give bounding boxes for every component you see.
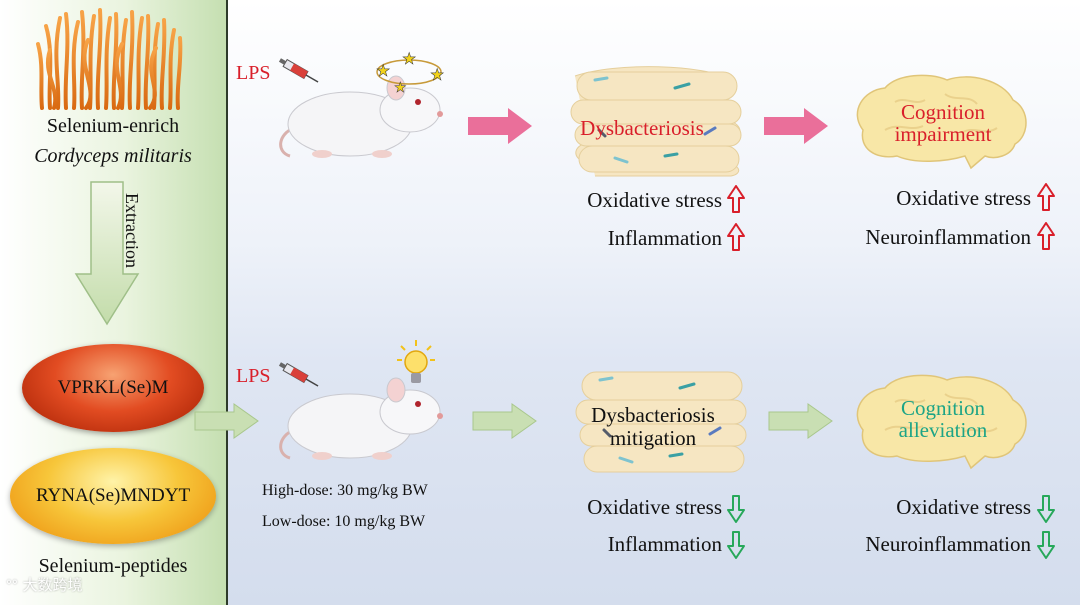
peptide-pill-1: VPRKL(Se)M	[22, 344, 204, 432]
peptide-pill-2: RYNA(Se)MNDYT	[10, 448, 216, 544]
extraction-arrow-icon	[74, 181, 140, 326]
watermark: ᐤᐤ 大数跨境	[6, 576, 83, 594]
arrow-bottom-2-icon	[768, 403, 833, 439]
arrow-top-1-icon	[468, 108, 532, 144]
bottom-brain-marker-1: Oxidative stress	[896, 495, 1031, 519]
syringe-icon-top	[278, 58, 319, 83]
syringe-icon-bottom	[278, 362, 319, 387]
arrow-bottom-1-icon	[472, 403, 537, 439]
brain-label-top: Cognition impairment	[894, 100, 992, 146]
brain-image-top	[856, 74, 1027, 170]
svg-text:★: ★	[376, 63, 390, 80]
gut-label-top: Dysbacteriosis	[580, 116, 704, 140]
bottom-gut-marker-1: Oxidative stress	[587, 495, 722, 519]
lps-label-bottom: LPS	[236, 365, 271, 387]
top-gut-marker-2: Inflammation	[607, 226, 722, 250]
decrease-arrow-icon	[1037, 531, 1055, 559]
bottom-gut-marker-2: Inflammation	[607, 532, 722, 556]
increase-arrow-icon	[1037, 222, 1055, 250]
lps-label-top: LPS	[236, 62, 271, 84]
brain-label-bottom: Cognition alleviation	[898, 396, 988, 442]
decrease-arrow-icon	[727, 531, 745, 559]
peptide-1-label: VPRKL(Se)M	[57, 377, 169, 398]
gut-image-top	[570, 66, 742, 177]
bottom-brain-marker-2: Neuroinflammation	[865, 532, 1031, 556]
peptide-2-label: RYNA(Se)MNDYT	[35, 485, 191, 506]
extraction-label: Extraction	[122, 193, 142, 268]
brain-image-bottom	[856, 374, 1027, 470]
increase-arrow-icon	[727, 185, 745, 213]
dose-low-label: Low-dose: 10 mg/kg BW	[262, 513, 426, 530]
gut-label-bottom: Dysbacteriosis mitigation	[591, 403, 715, 450]
cordyceps-image	[36, 8, 183, 110]
decrease-arrow-icon	[727, 495, 745, 523]
increase-arrow-icon	[1037, 183, 1055, 211]
lightbulb-icon	[397, 340, 435, 383]
rat-image-bottom	[279, 377, 443, 460]
arrow-bottom-0-icon	[194, 403, 259, 439]
watermark-logo-icon: ᐤᐤ	[6, 576, 18, 594]
increase-arrow-icon	[727, 223, 745, 251]
svg-text:★: ★	[394, 81, 407, 94]
top-brain-marker-1: Oxidative stress	[896, 186, 1031, 210]
top-brain-marker-2: Neuroinflammation	[865, 225, 1031, 249]
dizzy-stars-icon: ★ ★ ★ ★	[376, 51, 445, 94]
dose-high-label: High-dose: 30 mg/kg BW	[262, 482, 428, 499]
decrease-arrow-icon	[1037, 495, 1055, 523]
arrow-top-2-icon	[764, 108, 828, 144]
top-gut-marker-1: Oxidative stress	[587, 188, 722, 212]
svg-text:★: ★	[430, 67, 444, 84]
source-name-line2: Cordyceps militaris	[34, 145, 192, 167]
gut-image-bottom	[575, 371, 747, 473]
peptides-label: Selenium-peptides	[38, 555, 188, 577]
rat-image-top	[279, 75, 443, 158]
svg-text:★: ★	[402, 51, 416, 68]
source-name-line1: Selenium-enrich	[46, 115, 180, 137]
